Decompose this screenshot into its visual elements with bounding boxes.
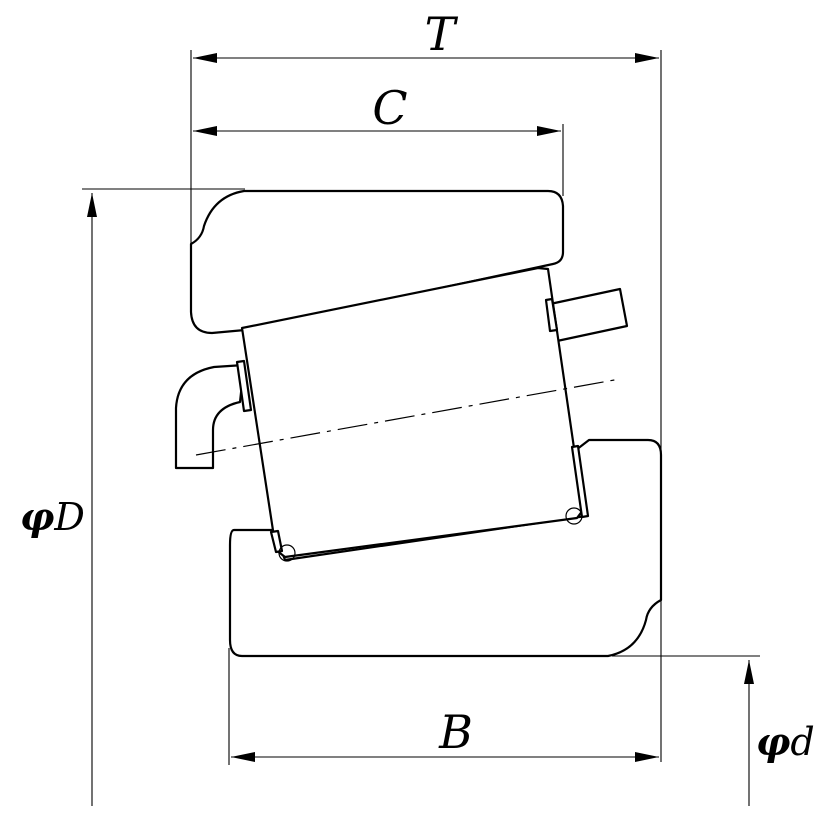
roller-corner (565, 507, 583, 525)
arrowhead (231, 752, 255, 762)
tapered-roller (235, 266, 590, 562)
roller-corner (278, 544, 296, 562)
label-C: C (372, 81, 407, 135)
arrowhead (635, 752, 659, 762)
label-D: φD (20, 494, 85, 539)
dimension-B: B (228, 648, 659, 765)
label-T: T (425, 7, 459, 61)
label-d: φd (756, 719, 815, 764)
cage-left-hook (174, 363, 246, 470)
arrowhead (87, 193, 97, 217)
dimension-D: φD (20, 188, 245, 806)
arrowhead (193, 53, 217, 63)
arrowhead (635, 53, 659, 63)
dimension-T: T (190, 7, 662, 762)
arrowhead (193, 126, 217, 136)
cage-right-tab (548, 287, 629, 343)
outer-ring-cup (189, 189, 565, 335)
label-B: B (438, 705, 473, 759)
roller-center-line (195, 378, 621, 456)
dimension-d: φd (612, 655, 815, 806)
inner-ring-cone (228, 438, 663, 658)
arrowhead (537, 126, 561, 136)
arrowhead (744, 660, 754, 684)
dimension-C: C (193, 81, 564, 196)
